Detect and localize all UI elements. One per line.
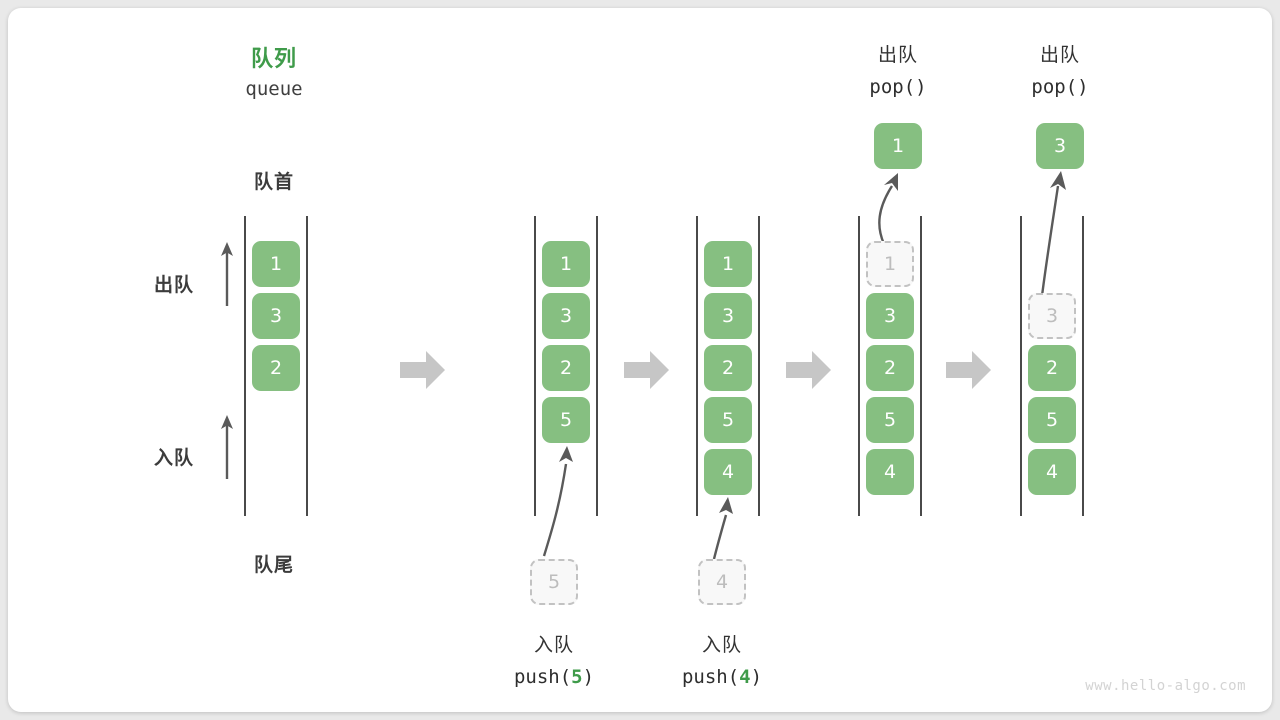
push-4-code-prefix: push(	[681, 666, 740, 688]
watermark: www.hello-algo.com	[1085, 678, 1246, 694]
queue-rail-left	[696, 216, 698, 516]
push-5-caption-cn: 入队	[533, 634, 574, 656]
queue-rail-right	[596, 216, 598, 516]
step-arrow-3-icon	[786, 351, 831, 389]
dequeue-direction-label: 出队	[154, 274, 195, 296]
queue-rail-right	[758, 216, 760, 516]
queue-rail-left	[534, 216, 536, 516]
queue-cell: 4	[704, 449, 752, 495]
queue-cell-ghost: 3	[1028, 293, 1076, 339]
queue-cell: 1	[252, 241, 300, 287]
push-5-code-arg: 5	[571, 666, 583, 688]
queue-cell: 5	[1028, 397, 1076, 443]
push-4-code-arg: 4	[739, 666, 751, 688]
queue-cell: 3	[704, 293, 752, 339]
pop-3-title-code: pop()	[1031, 76, 1089, 98]
queue-cell: 3	[252, 293, 300, 339]
pop-1-title-code: pop()	[869, 76, 927, 98]
rear-label: 队尾	[253, 554, 294, 576]
queue-rail-right	[1082, 216, 1084, 516]
pop-3-arrow-icon	[1040, 171, 1066, 297]
diagram-card: 队列 queue 队首 队尾 出队 入队 1 3 2	[8, 8, 1272, 712]
queue-cell: 2	[542, 345, 590, 391]
queue-cell: 3	[542, 293, 590, 339]
push-4-caption-cn: 入队	[701, 634, 742, 656]
queue-cell: 4	[1028, 449, 1076, 495]
push-5-code-suffix: )	[582, 666, 595, 688]
queue-rail-left	[1020, 216, 1022, 516]
queue-rail-left	[858, 216, 860, 516]
push-5-caption-code: push(5)	[474, 666, 634, 688]
push-4-incoming-cell: 4	[698, 559, 746, 605]
queue-cell: 2	[1028, 345, 1076, 391]
step-arrow-2-icon	[624, 351, 669, 389]
enqueue-direction-label: 入队	[154, 447, 195, 469]
queue-cell: 1	[704, 241, 752, 287]
queue-cell: 5	[542, 397, 590, 443]
queue-rail-left	[244, 216, 246, 516]
page-title-cn: 队列	[250, 47, 297, 72]
queue-cell: 1	[542, 241, 590, 287]
queue-cell: 5	[866, 397, 914, 443]
queue-rail-right	[920, 216, 922, 516]
queue-cell-ghost: 1	[866, 241, 914, 287]
push-5-incoming-cell: 5	[530, 559, 578, 605]
queue-rail-right	[306, 216, 308, 516]
enqueue-direction-arrow-icon	[221, 415, 233, 479]
push-4-caption-code: push(4)	[642, 666, 802, 688]
page-title-en: queue	[245, 78, 303, 100]
step-arrow-4-icon	[946, 351, 991, 389]
queue-cell: 2	[866, 345, 914, 391]
pop-1-title-cn: 出队	[877, 44, 918, 66]
queue-cell: 3	[866, 293, 914, 339]
queue-cell: 4	[866, 449, 914, 495]
pop-1-arrow-icon	[878, 173, 898, 245]
pop-1-popped-cell: 1	[874, 123, 922, 169]
pop-3-title-cn: 出队	[1039, 44, 1080, 66]
dequeue-direction-arrow-icon	[221, 242, 233, 306]
queue-cell: 2	[704, 345, 752, 391]
step-arrow-1-icon	[400, 351, 445, 389]
front-label: 队首	[253, 171, 294, 193]
queue-cell: 5	[704, 397, 752, 443]
push-4-code-suffix: )	[750, 666, 763, 688]
queue-cell: 2	[252, 345, 300, 391]
pop-3-popped-cell: 3	[1036, 123, 1084, 169]
push-4-arrow-icon	[712, 497, 733, 560]
push-5-arrow-icon	[542, 446, 573, 557]
push-5-code-prefix: push(	[513, 666, 572, 688]
